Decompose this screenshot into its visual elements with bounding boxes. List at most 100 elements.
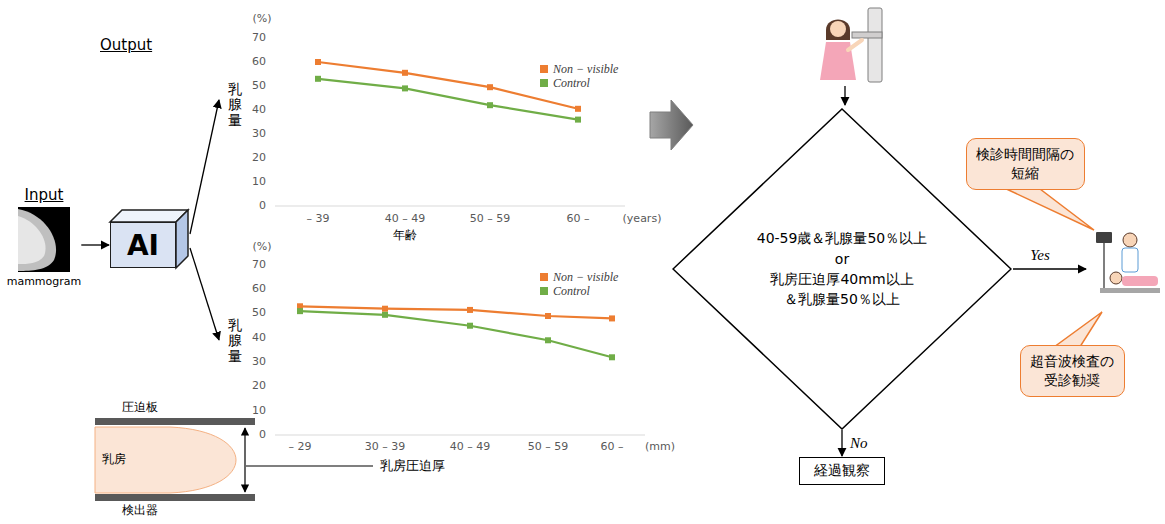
diamond-outline	[672, 108, 1012, 430]
data-marker	[315, 76, 321, 82]
tick-label: 70	[252, 258, 266, 272]
callout-tail	[1000, 186, 1094, 230]
data-marker	[382, 306, 388, 312]
image-caption: mammogram	[7, 275, 82, 289]
category-label: 60 –	[601, 440, 624, 454]
gland-tissue	[18, 216, 46, 264]
part-label: 圧迫板	[122, 400, 158, 415]
tick-label: 10	[252, 175, 266, 189]
category-label: 50 – 59	[528, 440, 569, 454]
leader-line	[246, 465, 373, 466]
tick-label: 60	[252, 282, 266, 296]
image-node: Input mammogram	[7, 186, 82, 289]
patient-body	[1122, 276, 1158, 286]
tick-label: 40	[252, 331, 266, 345]
thickness-arrow	[244, 428, 245, 492]
data-marker	[315, 59, 321, 65]
tick-label: 50	[252, 79, 266, 93]
mammogram-image	[18, 207, 70, 272]
data-marker	[297, 308, 303, 314]
category-label: 30 – 39	[365, 440, 406, 454]
detector-plate	[95, 494, 255, 501]
branch-arrow	[190, 100, 219, 234]
section-heading: Input	[7, 186, 82, 205]
data-marker	[467, 323, 473, 329]
condition-text: or	[835, 249, 849, 269]
tick-label: 40	[252, 103, 266, 117]
legend-item: Non − visible	[540, 270, 618, 284]
data-marker	[382, 312, 388, 318]
data-marker	[487, 84, 493, 90]
part-label: 乳房	[102, 452, 126, 467]
axis-unit: (mm)	[645, 440, 675, 454]
category-label: 60 –	[567, 212, 590, 226]
edge-label: No	[848, 434, 870, 452]
data-marker	[545, 337, 551, 343]
legend-item: Control	[540, 76, 590, 90]
branch-label: Yes	[1030, 246, 1049, 265]
flow-connector	[841, 430, 842, 456]
data-marker	[609, 315, 615, 321]
callout-bubble: 超音波検査の受診勧奨	[1020, 345, 1125, 397]
breast-shape	[95, 427, 236, 493]
data-line	[318, 62, 578, 109]
head	[830, 21, 846, 37]
doctor-head	[1123, 233, 1137, 247]
mammography-machine	[868, 8, 882, 82]
callout-text: 検診時間間隔の短縮	[975, 145, 1076, 183]
flow-arrow	[650, 100, 693, 150]
axis-unit: (%)	[252, 240, 271, 254]
chart-baseline	[275, 435, 645, 436]
data-marker	[575, 117, 581, 123]
part-label: 検出器	[122, 503, 158, 518]
data-marker	[402, 70, 408, 76]
diamond-shape	[673, 109, 1011, 429]
dimension-label: 乳房圧迫厚	[380, 458, 445, 474]
category-label: – 29	[289, 440, 312, 454]
tick-label: 0	[259, 199, 266, 213]
box-label: AI	[127, 229, 159, 262]
category-label: 40 – 49	[385, 212, 426, 226]
axis-unit: (%)	[252, 12, 271, 26]
data-line	[300, 311, 612, 357]
tick-label: 0	[259, 428, 266, 442]
breast-tissue	[18, 209, 56, 271]
yes-arrow	[1013, 268, 1086, 269]
legend-swatch	[540, 287, 548, 295]
legend-swatch	[540, 79, 548, 87]
patient-head	[1110, 272, 1122, 284]
data-marker	[467, 307, 473, 313]
callout-text: 超音波検査の受診勧奨	[1029, 352, 1116, 390]
legend-text: Non − visible	[553, 270, 618, 284]
cube-side	[176, 210, 188, 268]
ai-box: AI	[110, 222, 176, 268]
decision-diamond: 40-59歳＆乳腺量50％以上or乳房圧迫厚40mm以上＆乳腺量50％以上	[672, 108, 1012, 430]
bed	[1100, 288, 1160, 293]
data-marker	[545, 313, 551, 319]
branch-arrow	[190, 248, 219, 340]
section-heading: Output	[100, 36, 152, 55]
legend-swatch	[540, 65, 548, 73]
category-label: 50 – 59	[470, 212, 511, 226]
category-label: – 39	[307, 212, 330, 226]
box-label: 経過観察	[814, 462, 870, 480]
condition-text: 40-59歳＆乳腺量50％以上	[757, 228, 928, 248]
flow-connector	[81, 244, 109, 245]
hair	[826, 20, 850, 41]
arm	[848, 40, 862, 50]
compression-plate	[95, 418, 255, 425]
process-box: 経過観察	[799, 457, 885, 485]
tick-label: 20	[252, 379, 266, 393]
machine-arm	[852, 32, 882, 38]
data-marker	[609, 354, 615, 360]
legend-item: Control	[540, 284, 590, 298]
machine-stand	[1103, 243, 1105, 290]
tick-label: 10	[252, 404, 266, 418]
ultrasound-screen	[1096, 232, 1112, 243]
callout-bubble: 検診時間間隔の短縮	[966, 138, 1085, 190]
tick-label: 60	[252, 55, 266, 69]
legend-text: Non − visible	[553, 62, 618, 76]
axis-title: 年齢	[393, 228, 417, 243]
tick-label: 30	[252, 127, 266, 141]
tick-label: 30	[252, 355, 266, 369]
